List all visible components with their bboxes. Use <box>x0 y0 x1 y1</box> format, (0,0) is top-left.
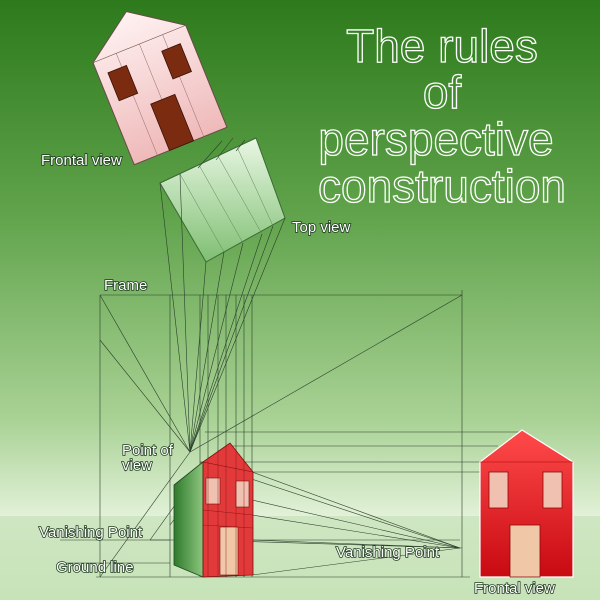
construction-lines <box>60 173 520 578</box>
label-frontal-view-top: Frontal view <box>41 152 122 169</box>
label-vanishing-point-left: Vanishing Point <box>39 524 143 541</box>
perspective-house <box>173 442 254 578</box>
red-house-body <box>479 429 574 578</box>
title-block: The rules of perspective construction <box>317 19 566 212</box>
label-point-of-view-2: view <box>122 457 152 474</box>
pink-house-window-right <box>161 43 193 80</box>
perspective-house-front <box>202 442 254 578</box>
red-house-door <box>509 524 541 578</box>
frontal-view-pink-house <box>92 10 228 166</box>
title-line-1: The rules <box>346 20 538 72</box>
top-view <box>159 137 286 263</box>
label-top-view: Top view <box>292 219 351 236</box>
red-house-window-right <box>542 471 563 509</box>
title-line-3: perspective <box>318 113 553 165</box>
label-frontal-view-bottom: Frontal view <box>474 580 555 597</box>
pink-house-door <box>150 93 195 152</box>
label-ground-line: Ground line <box>56 559 134 576</box>
pink-house-body <box>92 10 228 166</box>
pink-house-window-left <box>107 64 139 102</box>
perspective-house-window-left <box>205 477 221 505</box>
label-frame: Frame <box>104 277 147 294</box>
label-vanishing-point-right: Vanishing Point <box>336 544 440 561</box>
labels: Frontal view Top view Frame Point of vie… <box>38 151 556 598</box>
red-house-window-left <box>488 471 509 509</box>
title-line-4: construction <box>318 160 566 212</box>
perspective-house-door <box>219 526 239 576</box>
title-line-2: of <box>423 66 462 118</box>
frontal-view-red-house <box>479 429 574 578</box>
label-point-of-view-1: Point of <box>122 442 174 459</box>
perspective-house-window-right <box>235 480 250 508</box>
